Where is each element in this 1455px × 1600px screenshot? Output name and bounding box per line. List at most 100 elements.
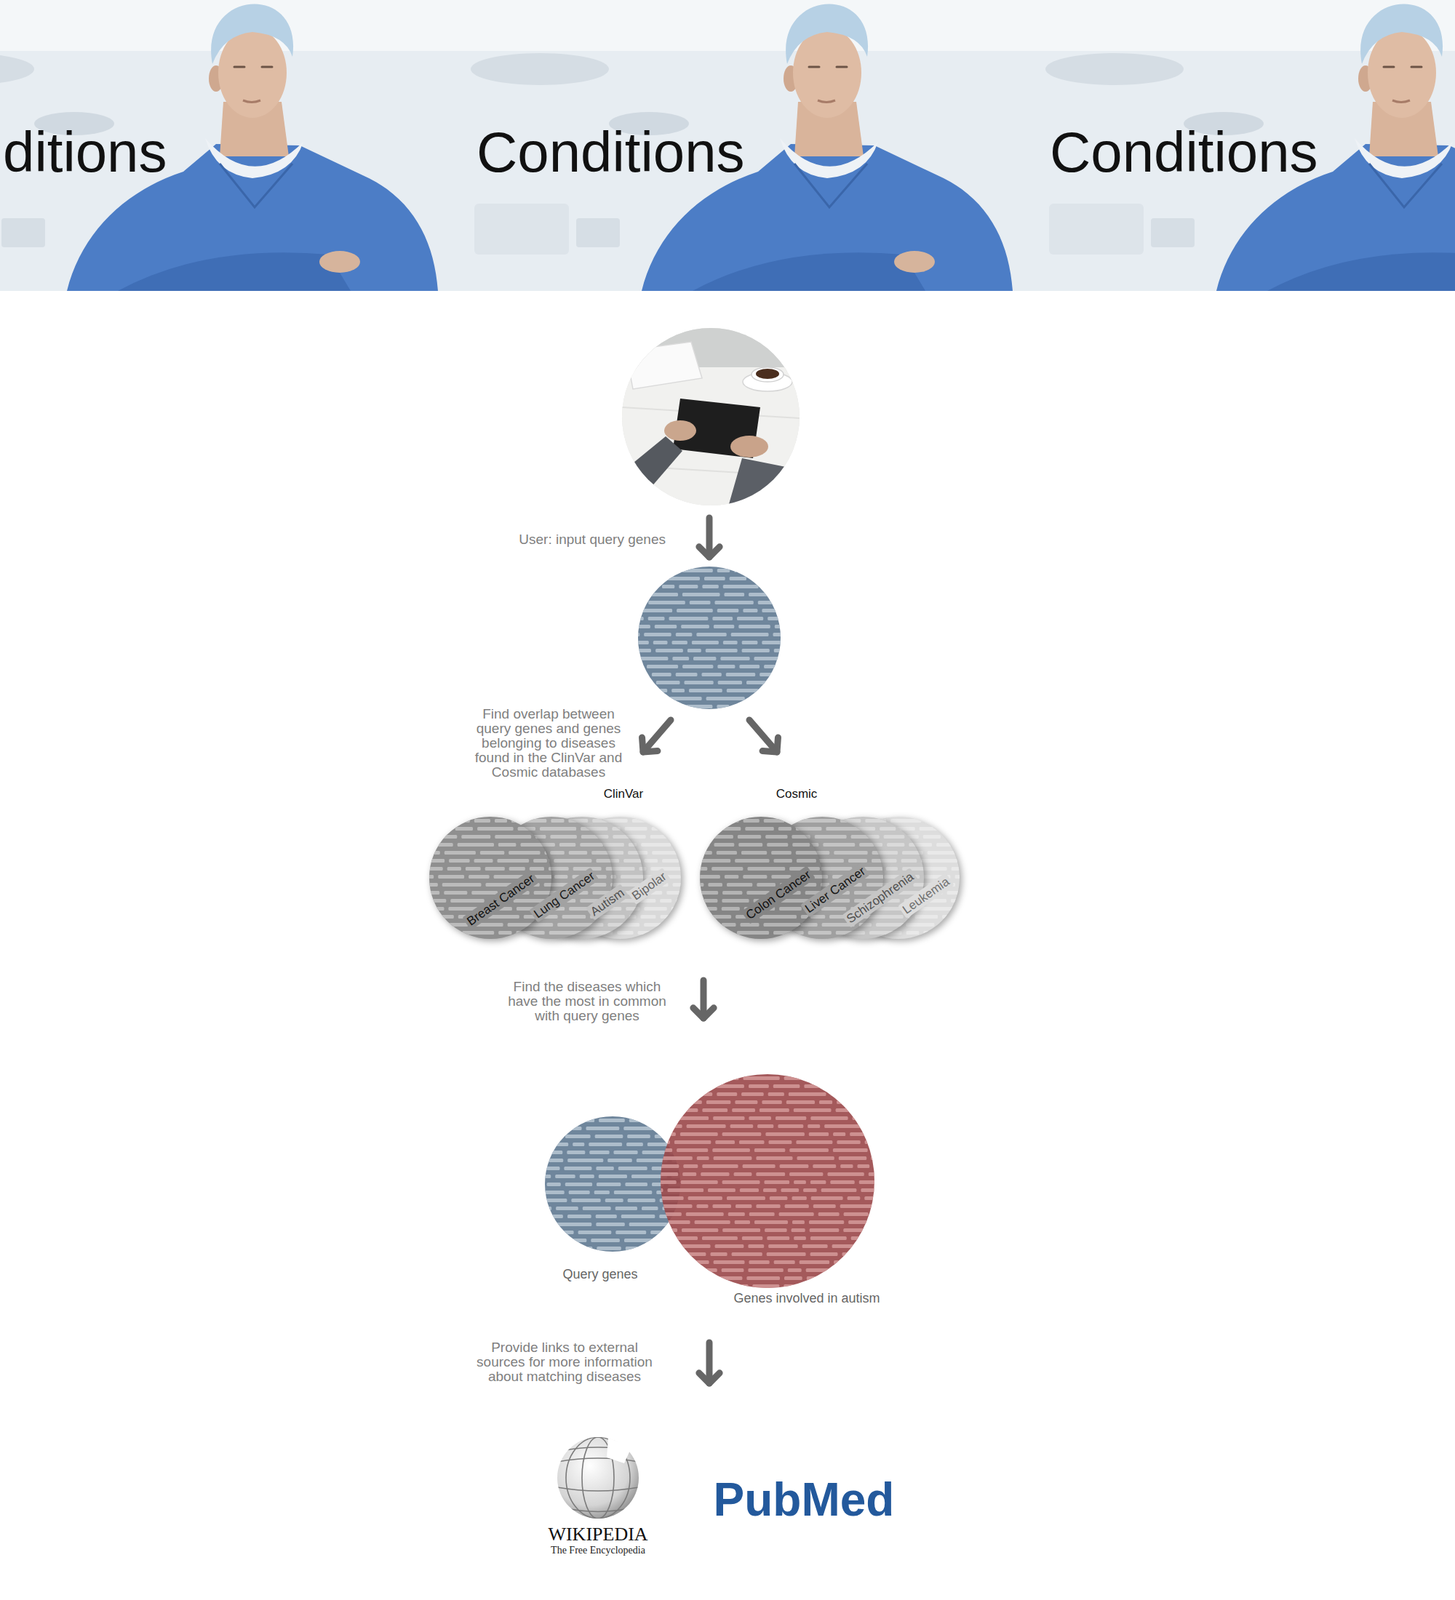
hand (664, 420, 697, 441)
gene-word (643, 907, 667, 911)
gene-word (620, 672, 648, 677)
gene-word (576, 843, 607, 847)
gene-word (713, 624, 735, 629)
gene-word (530, 843, 556, 847)
gene-word (856, 843, 886, 847)
gene-word (739, 883, 768, 887)
gene-word (792, 1196, 807, 1201)
gene-word (840, 1204, 876, 1209)
gene-word (736, 931, 769, 935)
gene-word (788, 1092, 827, 1097)
gene-word (648, 696, 665, 701)
gene-word (955, 875, 986, 879)
gene-word (765, 1132, 805, 1137)
gene-word (566, 1150, 585, 1155)
gene-word (838, 1156, 867, 1161)
gene-word (624, 1238, 660, 1243)
gene-word (537, 899, 557, 903)
gene-word (650, 835, 679, 839)
gene-word (869, 923, 903, 927)
gene-word (865, 1084, 902, 1089)
gene-word (579, 843, 604, 847)
gene-word (794, 827, 821, 831)
gene-word (508, 891, 543, 895)
pubmed-logo: PubMed (694, 1474, 914, 1526)
gene-word (750, 899, 784, 903)
gene-word (821, 907, 847, 911)
gene-word (866, 931, 903, 935)
mouth (1392, 100, 1410, 103)
gene-word (544, 1150, 563, 1155)
gene-word (731, 1252, 763, 1257)
gene-word (780, 859, 809, 863)
gene-word (544, 859, 584, 863)
gene-word (683, 875, 721, 879)
gene-word (598, 1174, 628, 1179)
gene-word (771, 851, 792, 855)
gene-word (774, 859, 793, 863)
gene-word (894, 859, 916, 863)
gene-word (524, 835, 547, 839)
surgical-cap (785, 4, 868, 65)
gene-word (723, 584, 759, 589)
gene-word (485, 867, 505, 871)
gene-word (544, 827, 563, 831)
gene-word (825, 867, 843, 871)
gene-word (644, 1100, 660, 1105)
gene-word (643, 1236, 664, 1241)
gene-word (686, 883, 705, 887)
gene-word (503, 843, 527, 847)
gene-word (870, 1276, 890, 1281)
gene-word (539, 867, 569, 871)
gene-word (528, 1158, 543, 1163)
sleeve (727, 458, 801, 510)
gene-word (923, 835, 941, 839)
gene-word (739, 1140, 765, 1145)
gene-word (678, 827, 697, 831)
gene-word (844, 1268, 863, 1273)
gene-word (586, 1126, 620, 1131)
gene-word (666, 891, 690, 895)
eyes (808, 66, 847, 69)
gene-word (560, 899, 576, 903)
circle-fill (544, 1116, 681, 1253)
face (792, 27, 862, 118)
disease-circle: Liver Cancer (760, 816, 884, 940)
gene-word (643, 632, 672, 637)
gene-word (797, 851, 813, 855)
gene-word (860, 1188, 891, 1193)
gene-word (746, 1276, 780, 1281)
gene-word (607, 827, 620, 831)
arrow-head (699, 1373, 720, 1384)
gene-word (800, 891, 817, 895)
gene-word (582, 1206, 612, 1211)
gene-word (849, 899, 870, 903)
gene-word (549, 851, 565, 855)
gene-word (597, 843, 625, 847)
gene-word (552, 1118, 566, 1123)
disease-circle: Lung Cancer (490, 816, 613, 940)
gene-word (847, 1092, 884, 1097)
gene-word (664, 1100, 678, 1105)
gene-texture (639, 1076, 908, 1289)
gene-word (716, 704, 729, 709)
gene-word (774, 1260, 796, 1265)
gene-word (423, 883, 438, 887)
gene-word (530, 867, 569, 871)
gene-word (833, 1260, 860, 1265)
hand (319, 250, 361, 273)
gene-word (714, 843, 735, 847)
gene-word (565, 827, 604, 831)
gene-word (864, 1196, 882, 1201)
gene-word (408, 923, 438, 927)
gene-word (415, 843, 453, 847)
gene-word (798, 835, 827, 839)
label-holder: Find the diseases which have the most in… (502, 979, 672, 1024)
gene-word (533, 875, 563, 879)
gene-word (851, 1236, 885, 1241)
gene-word (849, 851, 879, 855)
gene-word (761, 640, 785, 645)
gene-word (792, 1220, 805, 1225)
gene-word (855, 867, 876, 871)
gene-word (593, 851, 625, 855)
